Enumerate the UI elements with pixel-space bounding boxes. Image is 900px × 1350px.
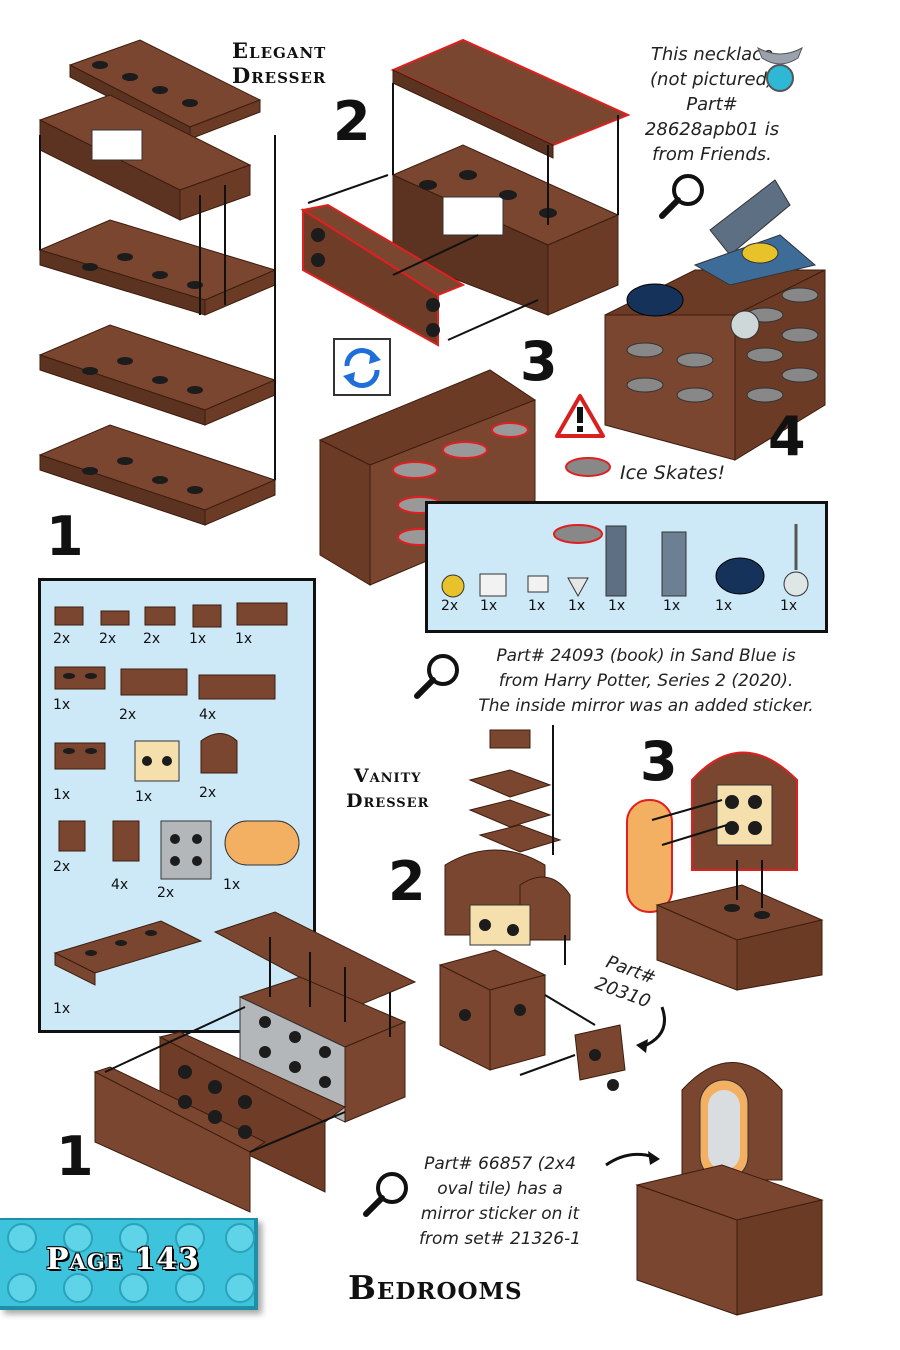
elegant-parts-drawings	[441, 524, 809, 598]
curved-arrow-icon	[636, 1006, 666, 1053]
pointer-arrow-icon	[605, 1151, 660, 1167]
step2-drawing	[300, 38, 631, 347]
vanity-finished-drawing	[635, 1062, 824, 1316]
ice-skate-icon	[565, 457, 611, 477]
note-line: from Friends.	[652, 144, 772, 165]
elegant-step-1-number: 1	[46, 505, 84, 568]
part-qty: 2x	[143, 631, 161, 647]
finished-dresser-drawing	[604, 179, 826, 461]
part-qty: 2x	[441, 598, 459, 614]
vanity-step-3-number: 3	[640, 730, 678, 793]
part-qty: 1x	[135, 789, 153, 805]
title-line: Vanity	[353, 765, 422, 787]
part-qty: 4x	[199, 707, 217, 723]
vanity-parts-drawings	[53, 602, 300, 986]
vanity-step1-drawing	[93, 911, 417, 1213]
necklace-note: This necklace (not pictured) Part# 28628…	[612, 42, 812, 167]
magnifier-icon	[414, 654, 459, 699]
note-line: mirror sticker on it	[420, 1204, 580, 1224]
magnifier-icon	[363, 1172, 408, 1217]
elegant-step4-illustration	[600, 175, 835, 461]
part-qty: 1x	[568, 598, 586, 614]
stacked-plates-drawing	[38, 39, 277, 526]
magnifier-icon	[659, 174, 704, 219]
rotate-icon	[333, 338, 391, 396]
part-qty: 1x	[780, 598, 798, 614]
note-line: from Harry Potter, Series 2 (2020).	[498, 671, 794, 691]
lego-studs-pattern	[7, 1223, 255, 1303]
note-line: from set# 21326-1	[419, 1229, 581, 1249]
part-qty: 4x	[111, 877, 129, 893]
part-qty: 1x	[53, 697, 71, 713]
note-line: The inside mirror was an added sticker.	[478, 696, 814, 716]
elegant-parts-panel: 2x 1x 1x 1x 1x 1x 1x 1x	[425, 501, 828, 633]
vanity-step3-drawing	[626, 751, 824, 991]
ice-skates-label: Ice Skates!	[620, 462, 726, 484]
book-note: Part# 24093 (book) in Sand Blue is from …	[456, 644, 836, 719]
vanity-step2-illustration	[435, 725, 655, 1125]
part-qty: 2x	[53, 859, 71, 875]
part-qty: 1x	[235, 631, 253, 647]
elegant-step2-illustration	[298, 35, 638, 350]
step3-drawing	[318, 369, 537, 586]
vanity-dresser-title: Vanity Dresser	[346, 764, 429, 814]
part-qty: 1x	[528, 598, 546, 614]
note-line: Part# 24093 (book) in Sand Blue is	[496, 646, 796, 666]
vanity-finished-illustration	[632, 1040, 827, 1316]
vanity-step3-illustration	[622, 730, 832, 991]
rotate-arrows-glyph	[343, 347, 381, 389]
part-qty: 1x	[53, 787, 71, 803]
elegant-step3-illustration	[315, 365, 545, 590]
part-qty: 1x	[715, 598, 733, 614]
page-tab-studs	[0, 1220, 255, 1306]
warning-icon	[555, 394, 605, 438]
title-line: Elegant	[232, 38, 327, 63]
note-line: (not pictured)	[650, 69, 774, 90]
section-title: Bedrooms	[348, 1268, 523, 1307]
part-qty: 1x	[663, 598, 681, 614]
mirror-note: Part# 66857 (2x4 oval tile) has a mirror…	[405, 1152, 595, 1252]
part-qty: 2x	[157, 885, 175, 901]
vanity-step-2-number: 2	[388, 850, 426, 913]
vanity-step2-drawing	[438, 725, 626, 1091]
part-qty: 2x	[119, 707, 137, 723]
vanity-step1-illustration	[93, 911, 420, 1213]
part-qty: 1x	[608, 598, 626, 614]
note-line: 28628apb01 is	[644, 119, 780, 140]
part-qty: 1x	[223, 877, 241, 893]
necklace-icon	[757, 46, 803, 92]
vanity-parts-panel: 2x 2x 2x 1x 1x 1x 2x 4x 1x 1x 2x 2x 4x 2…	[38, 578, 316, 1033]
part-qty: 1x	[53, 1001, 71, 1017]
elegant-dresser-title: Elegant Dresser	[232, 38, 326, 88]
elegant-step1-illustration	[30, 35, 290, 526]
part-qty: 1x	[189, 631, 207, 647]
elegant-step-3-number: 3	[520, 330, 558, 393]
note-line: oval tile) has a	[437, 1179, 563, 1199]
title-line: Dresser	[232, 63, 327, 88]
note-line: Part# 66857 (2x4	[424, 1154, 576, 1174]
part-qty: 2x	[53, 631, 71, 647]
page-number-label: Page 143	[46, 1242, 200, 1277]
note-line: Part#	[686, 94, 738, 115]
page-tab: Page 143	[0, 1218, 258, 1310]
vanity-step-1-number: 1	[56, 1125, 94, 1188]
part-qty: 1x	[480, 598, 498, 614]
elegant-step-4-number: 4	[768, 405, 806, 468]
part-qty: 2x	[199, 785, 217, 801]
part-qty: 2x	[99, 631, 117, 647]
elegant-step-2-number: 2	[333, 90, 371, 153]
title-line: Dresser	[346, 790, 430, 812]
note-line: This necklace	[650, 44, 774, 65]
